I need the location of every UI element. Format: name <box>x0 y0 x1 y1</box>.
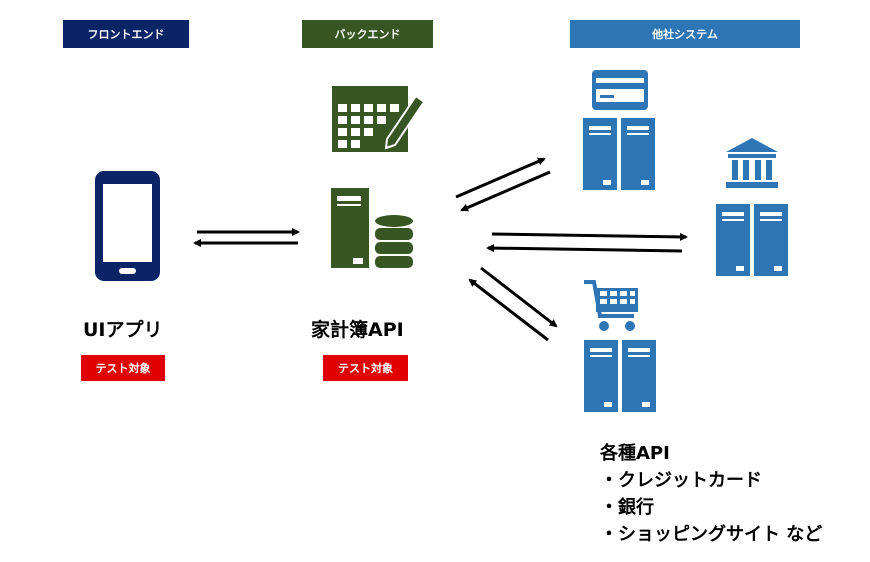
arrow-api-to-card <box>455 157 546 199</box>
api-list-title: 各種API <box>600 443 670 464</box>
ui-app-test-badge: テスト対象 <box>81 355 165 381</box>
external-api-list: 各種API ・クレジットカード ・銀行 ・ショッピングサイト など <box>600 440 822 548</box>
database-icon <box>375 215 413 268</box>
smartphone-icon <box>95 171 160 281</box>
arrow-api-to-bank <box>491 232 688 241</box>
kakeibo-api-test-badge: テスト対象 <box>323 355 408 381</box>
arrow-card-to-api <box>460 170 551 212</box>
api-list-item-shopping: ・ショッピングサイト など <box>600 524 823 545</box>
bank-icon <box>726 138 778 188</box>
shopping-cart-icon <box>584 280 638 331</box>
credit-card-icon <box>592 70 648 110</box>
arrow-api-to-shop <box>480 266 558 328</box>
api-server-icon <box>331 188 369 268</box>
kakeibo-api-label: 家計簿API <box>311 319 404 341</box>
ui-app-label: UIアプリ <box>83 319 163 341</box>
api-list-item-bank: ・銀行 <box>600 497 654 518</box>
frontend-header: フロントエンド <box>63 20 189 48</box>
arrow-shop-to-api <box>468 278 549 342</box>
api-list-item-credit-card: ・クレジットカード <box>600 470 762 491</box>
external-systems-header: 他社システム <box>570 20 800 48</box>
credit-card-server-icon <box>583 118 655 190</box>
backend-header: バックエンド <box>302 20 433 48</box>
shopping-server-icon <box>584 340 656 412</box>
calendar-edit-icon <box>332 86 426 152</box>
arrow-bank-to-api <box>486 244 683 253</box>
bank-server-icon <box>716 204 788 276</box>
